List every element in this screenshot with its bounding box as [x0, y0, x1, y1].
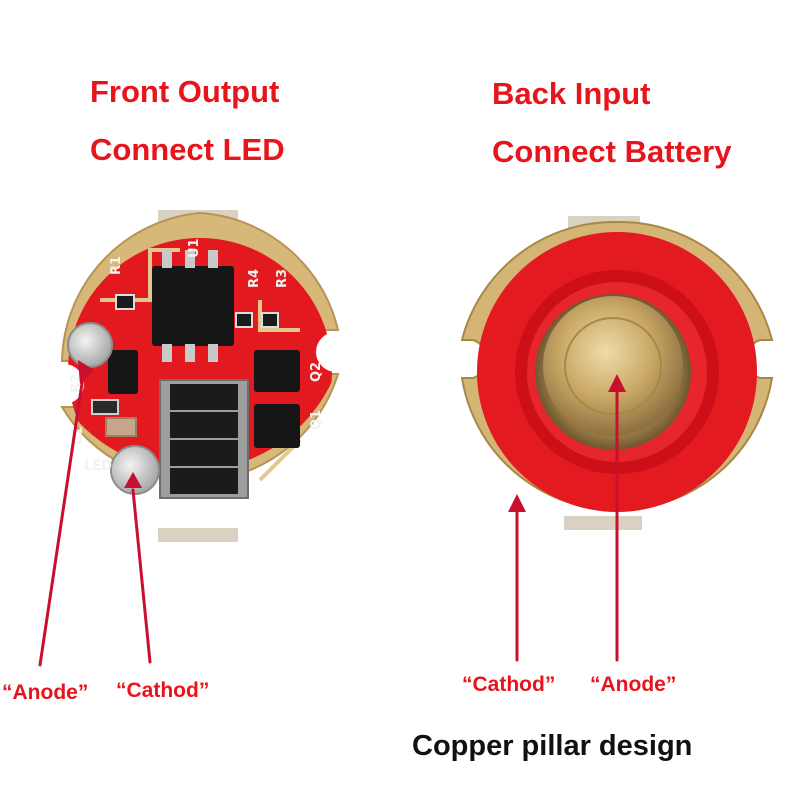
front-output-label: Front Output: [90, 74, 280, 109]
arrow-anode-left: [38, 368, 86, 667]
transistor-q2: [254, 350, 300, 392]
silk-r4: R4: [247, 269, 262, 288]
bottom-connector-tab-right: [564, 516, 642, 530]
anode-pad: [67, 322, 113, 368]
back-input-label: Back Input: [492, 76, 651, 111]
arrows: [38, 360, 626, 667]
copper-pillar-caption: Copper pillar design: [412, 730, 693, 762]
silk-q1: Q1: [309, 410, 324, 430]
anode-right-label: “Anode”: [590, 673, 677, 696]
anode-left-label: “Anode”: [2, 681, 89, 704]
silk-led: LED: [84, 459, 112, 474]
silk-u1: U1: [187, 238, 202, 258]
cathod-right-label: “Cathod”: [462, 673, 556, 696]
resistor-r3: [261, 312, 279, 328]
arrow-cathode-left: [131, 488, 152, 664]
silk-r1: R1: [109, 256, 124, 275]
connect-led-label: Connect LED: [90, 132, 285, 167]
resistor-r1: [115, 294, 135, 310]
connect-battery-label: Connect Battery: [492, 134, 732, 169]
cathod-left-label: “Cathod”: [116, 679, 210, 702]
transistor-r2-side: [108, 350, 138, 394]
front-board: R1 U1 R4 R3 R2 Q2 Q1 C1 LED: [60, 210, 340, 542]
copper-pillar-top: [543, 296, 683, 436]
silk-r3: R3: [275, 269, 290, 288]
capacitor: [91, 399, 119, 415]
cathode-pad: [110, 445, 160, 495]
resistor-r4: [235, 312, 253, 328]
capacitor-c1: [105, 417, 137, 437]
u1-chip: [152, 266, 234, 346]
transistor-q1: [254, 404, 300, 448]
back-board: [460, 216, 774, 530]
silk-q2: Q2: [309, 362, 324, 382]
bottom-connector-tab: [158, 528, 238, 542]
